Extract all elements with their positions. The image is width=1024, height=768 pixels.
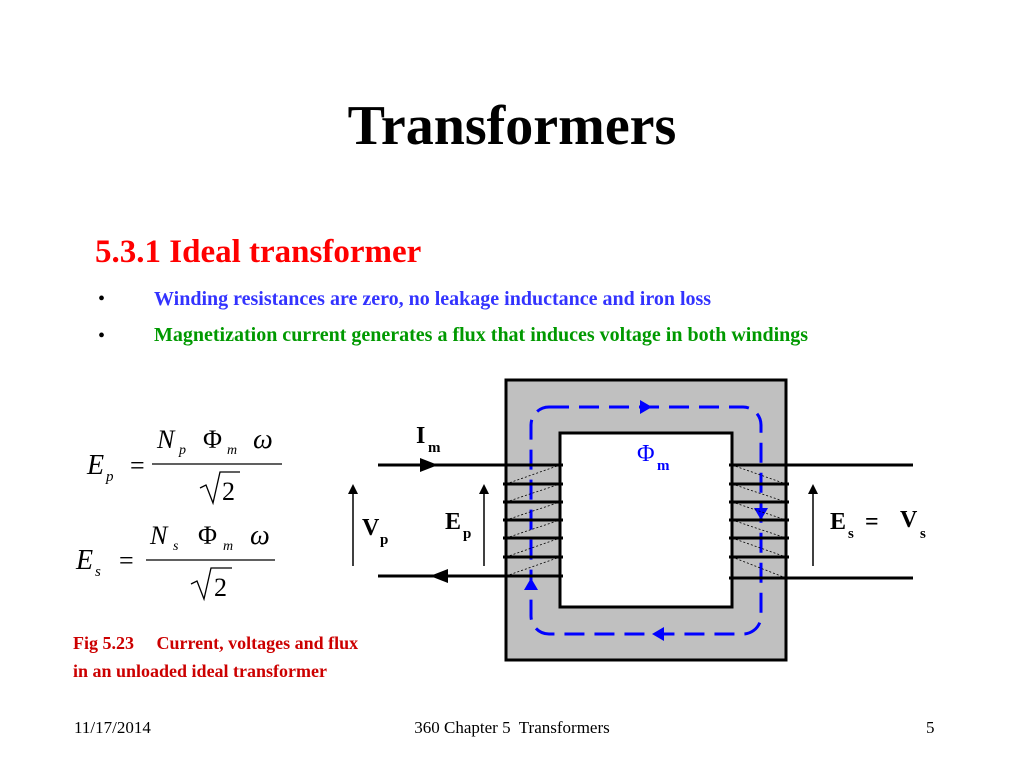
- equation-ep: E p = N p Φ m ω 2: [86, 424, 282, 506]
- slide-title: Transformers: [347, 95, 677, 157]
- primary-winding-diagonals: [505, 464, 561, 577]
- caption-line-2: in an unloaded ideal transformer: [73, 661, 328, 681]
- es-den: 2: [214, 573, 227, 602]
- bullet-marker: •: [98, 325, 106, 347]
- im-arrow: [420, 458, 438, 472]
- im-label: I: [416, 423, 425, 449]
- equation-es: E s = N s Φ m ω 2: [75, 520, 275, 602]
- ep-label: E: [445, 509, 461, 535]
- ep-num-n-sub: p: [178, 443, 186, 458]
- flux-arrow-top: [640, 400, 652, 414]
- es-phi-sub: m: [223, 539, 233, 554]
- vp-label: V: [362, 515, 380, 541]
- flux-arrow-bottom: [652, 627, 664, 641]
- im-label-sub: m: [428, 440, 441, 456]
- ep-den: 2: [222, 477, 235, 506]
- es-label-sub: s: [848, 526, 854, 542]
- es-sqrt-sign: [190, 567, 232, 602]
- es-num-n: N: [149, 521, 169, 550]
- transformer-diagram: I m V p E p E s = V s Φ m: [348, 378, 926, 662]
- ep-sqrt-sign: [199, 471, 240, 506]
- es-equals-sign: =: [865, 509, 879, 535]
- es-omega: ω: [250, 520, 270, 551]
- equations: E p = N p Φ m ω 2 E s = N s Φ m ω 2: [75, 424, 282, 602]
- secondary-winding: [729, 463, 913, 580]
- es-lhs: E: [75, 545, 93, 576]
- es-lhs-sub: s: [95, 564, 101, 580]
- ep-label-sub: p: [463, 526, 471, 542]
- ep-equals: =: [130, 451, 145, 480]
- return-current-arrow: [430, 569, 448, 583]
- es-num-n-sub: s: [173, 539, 179, 554]
- footer-date: 11/17/2014: [74, 718, 151, 737]
- ep-lhs-sub: p: [105, 469, 114, 485]
- ep-phi: Φ: [203, 425, 222, 454]
- primary-winding: [378, 463, 563, 578]
- es-equals: =: [119, 546, 134, 575]
- flux-arrow-right: [754, 508, 768, 520]
- phi-label-sub: m: [657, 458, 670, 474]
- es-label: E: [830, 509, 846, 535]
- secondary-winding-diagonals: [731, 464, 787, 579]
- vs-label: V: [900, 507, 918, 533]
- bullet-magnetization-current: Magnetization current generates a flux t…: [154, 324, 809, 346]
- figure-caption: Fig 5.23 Current, voltages and flux in a…: [73, 629, 473, 685]
- es-phi: Φ: [198, 521, 217, 550]
- vp-label-sub: p: [380, 532, 388, 548]
- vs-label-sub: s: [920, 526, 926, 542]
- ep-lhs: E: [86, 450, 104, 481]
- ep-phi-sub: m: [227, 443, 237, 458]
- page-number: 5: [926, 718, 935, 737]
- ep-omega: ω: [253, 424, 273, 455]
- phi-label: Φ: [637, 441, 655, 467]
- flux-arrow-left: [524, 578, 538, 590]
- bullet-marker: •: [98, 288, 106, 310]
- ep-num-n: N: [156, 425, 176, 454]
- transformer-core: [504, 378, 788, 662]
- caption-line-1: Fig 5.23 Current, voltages and flux: [73, 633, 359, 653]
- section-heading: 5.3.1 Ideal transformer: [95, 234, 422, 270]
- footer-title: 360 Chapter 5 Transformers: [414, 718, 610, 737]
- bullet-winding-resistance: Winding resistances are zero, no leakage…: [154, 288, 712, 310]
